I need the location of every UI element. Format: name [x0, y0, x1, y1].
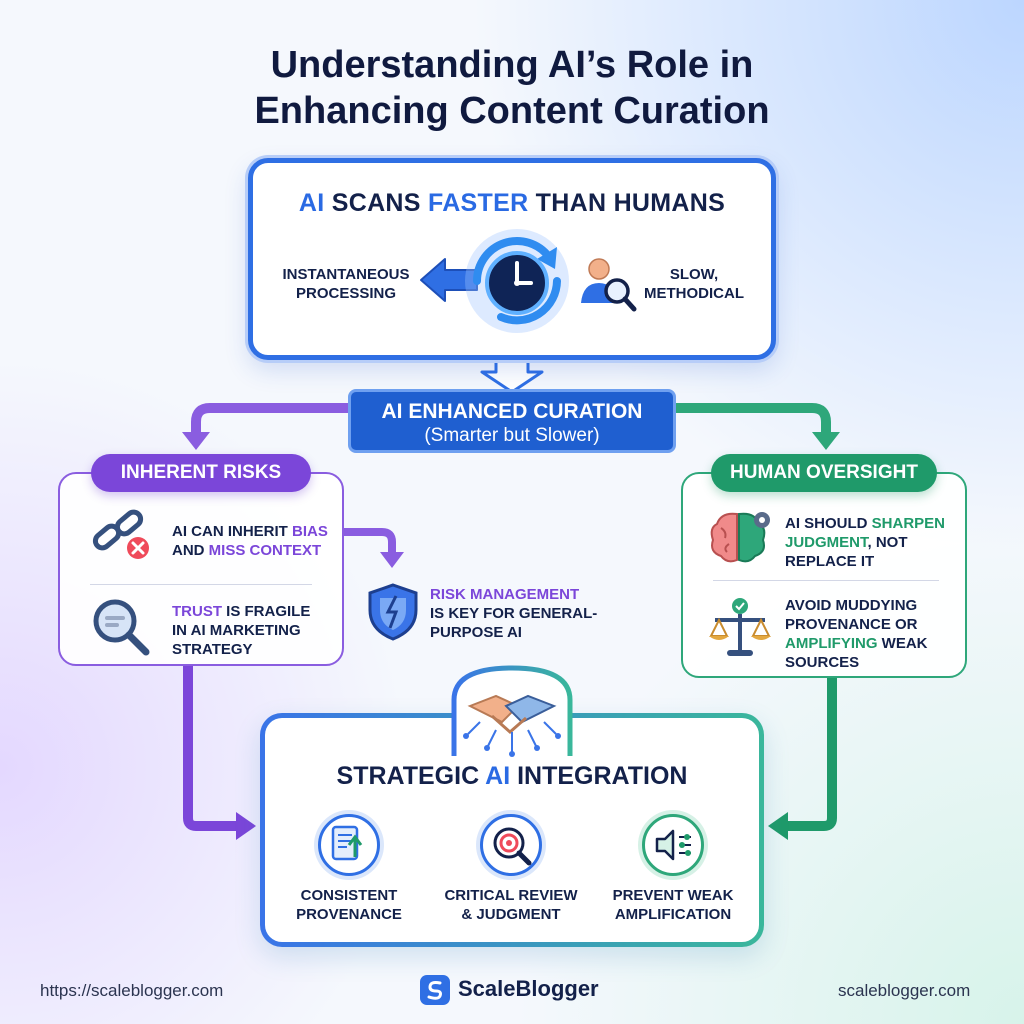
brain-gear-icon: [710, 512, 770, 563]
risk-management-text: RISK MANAGEMENT IS KEY FOR GENERAL- PURP…: [430, 586, 598, 641]
human-oversight-card: AI SHOULD SHARPEN JUDGMENT, NOT REPLACE …: [681, 472, 967, 678]
magnifier-icon: [93, 599, 150, 656]
strategic-integration-title: STRATEGIC AI INTEGRATION: [336, 762, 688, 790]
stopwatch-icon: [465, 229, 569, 333]
ai-scans-card: AI SCANS FASTER THAN HUMANS INSTANTANEOU…: [248, 158, 776, 360]
step-review-circle: [480, 814, 542, 876]
footer-url-right[interactable]: scaleblogger.com: [838, 981, 971, 1000]
risks-divider: [90, 584, 312, 585]
sharpen-judgment-text: AI SHOULD SHARPEN JUDGMENT, NOT REPLACE …: [785, 515, 946, 570]
heading-scans: SCANS: [324, 189, 429, 217]
heading-ai: AI: [298, 189, 325, 217]
step-amplification-circle: [642, 814, 704, 876]
footer-url-left[interactable]: https://scaleblogger.com: [40, 981, 224, 1000]
ai-enhanced-curation-banner: AI ENHANCED CURATION (Smarter but Slower…: [348, 389, 676, 453]
page-title: Understanding AI’s Role in Enhancing Con…: [0, 42, 1024, 134]
ai-scans-heading: AI SCANS FASTER THAN HUMANS: [253, 189, 771, 218]
brand-logo[interactable]: ScaleBlogger: [420, 973, 620, 1007]
enhanced-curation-title: AI ENHANCED CURATION: [381, 400, 643, 423]
arrow-to-risk-management: [344, 528, 396, 556]
speaker-slider-icon: [655, 829, 691, 861]
trust-fragile-text: TRUST IS FRAGILE IN AI MARKETING STRATEG…: [172, 603, 311, 658]
handshake-icon: [451, 665, 573, 757]
arrow-to-oversight: [676, 403, 831, 438]
inherent-risks-pill: INHERENT RISKS: [91, 454, 311, 492]
page-title-line1: Understanding AI’s Role in: [270, 44, 754, 86]
page-title-line2: Enhancing Content Curation: [254, 90, 770, 132]
heading-rest: THAN HUMANS: [528, 189, 726, 217]
down-arrow: [480, 358, 544, 394]
enhanced-curation-subtitle: (Smarter but Slower): [424, 425, 600, 446]
shield-icon: [368, 583, 418, 641]
arrow-risks-to-integration: [183, 666, 238, 831]
avoid-muddying-text: AVOID MUDDYING PROVENANCE OR AMPLIFYING …: [785, 597, 928, 671]
broken-chain-icon: [92, 509, 149, 559]
document-check-icon: [331, 825, 363, 861]
human-search-icon: [581, 258, 637, 312]
balance-scale-icon: [709, 598, 771, 656]
slow-methodical-label: SLOW, METHODICAL: [644, 266, 744, 302]
human-oversight-pill: HUMAN OVERSIGHT: [711, 454, 937, 492]
arrow-to-risks: [191, 403, 348, 438]
step-provenance-circle: [318, 814, 380, 876]
instantaneous-processing-label: INSTANTANEOUS PROCESSING: [282, 266, 410, 302]
brand-name: ScaleBlogger: [458, 976, 599, 1001]
target-magnifier-icon: [493, 827, 532, 866]
arrow-oversight-to-integration: [786, 678, 837, 831]
heading-faster: FASTER: [428, 189, 529, 217]
step-amplification-label: PREVENT WEAK AMPLIFICATION: [612, 887, 734, 923]
step-provenance-label: CONSISTENT PROVENANCE: [296, 887, 402, 923]
inherit-bias-text: AI CAN INHERIT BIAS AND MISS CONTEXT: [172, 523, 328, 559]
inherent-risks-card: AI CAN INHERIT BIAS AND MISS CONTEXT TRU…: [58, 472, 344, 666]
oversight-divider: [713, 580, 939, 581]
step-review-label: CRITICAL REVIEW & JUDGMENT: [444, 887, 578, 923]
brand-logo-icon: [420, 975, 450, 1005]
